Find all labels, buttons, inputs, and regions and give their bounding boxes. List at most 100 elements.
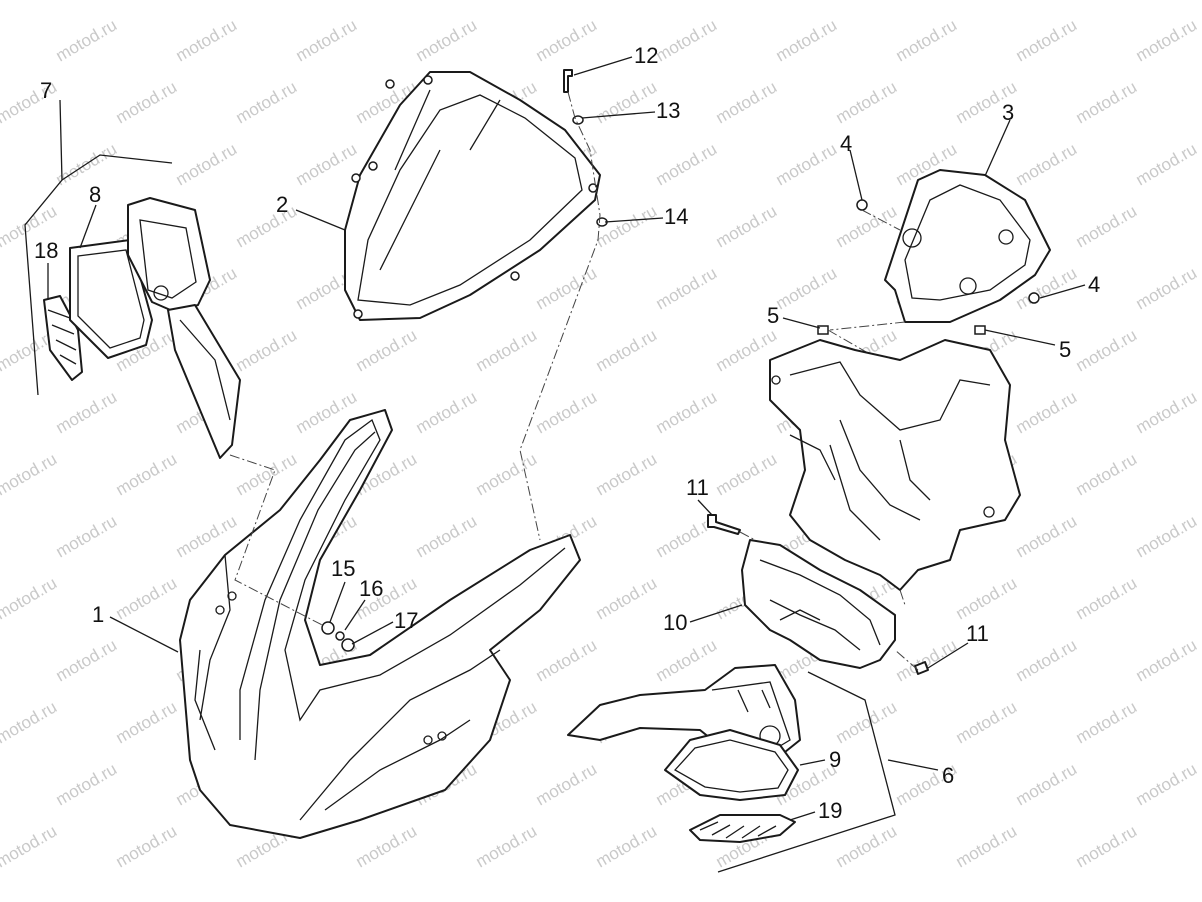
watermark-text: motod.ru xyxy=(653,263,721,313)
watermark-text: motod.ru xyxy=(0,449,60,499)
watermark-text: motod.ru xyxy=(413,387,481,437)
turn-signal-left xyxy=(43,295,83,381)
watermark-text: motod.ru xyxy=(53,15,121,65)
watermark-text: motod.ru xyxy=(1073,325,1141,375)
leader-lines xyxy=(47,56,1086,821)
watermark-text: motod.ru xyxy=(113,573,181,623)
watermark-text: motod.ru xyxy=(233,325,301,375)
watermark-text: motod.ru xyxy=(773,263,841,313)
watermark-text: motod.ru xyxy=(833,77,901,127)
watermark-text: motod.ru xyxy=(53,759,121,809)
watermark-text: motod.ru xyxy=(1133,635,1201,685)
mirror-assembly-left xyxy=(127,197,241,459)
callout-11-top: 11 xyxy=(686,475,709,500)
watermark-text: motod.ru xyxy=(413,15,481,65)
callout-6: 6 xyxy=(942,763,954,788)
watermark-text: motod.ru xyxy=(653,15,721,65)
callout-2: 2 xyxy=(276,192,288,217)
callout-14: 14 xyxy=(664,204,688,229)
watermark-text: motod.ru xyxy=(1073,77,1141,127)
watermark-text: motod.ru xyxy=(53,511,121,561)
watermark-text: motod.ru xyxy=(0,821,60,871)
watermark-text: motod.ru xyxy=(1133,759,1201,809)
watermark-text: motod.ru xyxy=(293,139,361,189)
watermark-text: motod.ru xyxy=(1013,635,1081,685)
callout-17: 17 xyxy=(394,608,418,633)
instrument-cover xyxy=(884,169,1051,323)
screws-11 xyxy=(707,514,929,675)
watermark-text: motod.ru xyxy=(353,821,421,871)
watermark-text: motod.ru xyxy=(893,635,961,685)
callout-3: 3 xyxy=(1002,100,1014,125)
front-fairing xyxy=(179,409,581,839)
watermark-text: motod.ru xyxy=(53,387,121,437)
callout-19: 19 xyxy=(818,798,842,823)
watermark-text: motod.ru xyxy=(533,263,601,313)
watermark-text: motod.ru xyxy=(713,201,781,251)
callout-5-left: 5 xyxy=(767,303,779,328)
turn-signal-right xyxy=(689,814,796,843)
callout-12: 12 xyxy=(634,43,658,68)
watermark-text: motod.ru xyxy=(593,449,661,499)
watermark-text: motod.ru xyxy=(473,821,541,871)
watermark-text: motod.ru xyxy=(833,821,901,871)
watermark-text: motod.ru xyxy=(1013,511,1081,561)
callout-9: 9 xyxy=(829,747,841,772)
callout-1: 1 xyxy=(92,602,104,627)
watermark-text: motod.ru xyxy=(1013,387,1081,437)
watermark-text: motod.ru xyxy=(413,511,481,561)
watermark-text: motod.ru xyxy=(713,77,781,127)
watermark-text: motod.ru xyxy=(1013,139,1081,189)
watermark-text: motod.ru xyxy=(773,15,841,65)
watermark-text: motod.ru xyxy=(1073,201,1141,251)
watermark-text: motod.ru xyxy=(473,449,541,499)
watermark-text: motod.ru xyxy=(593,77,661,127)
watermark-text: motod.ru xyxy=(953,821,1021,871)
watermark-text: motod.ru xyxy=(653,635,721,685)
watermark-text: motod.ru xyxy=(953,697,1021,747)
callout-4-top: 4 xyxy=(840,131,852,156)
watermark-text: motod.ru xyxy=(1073,821,1141,871)
watermark-text: motod.ru xyxy=(893,15,961,65)
watermark-text: motod.ru xyxy=(1073,573,1141,623)
callout-13: 13 xyxy=(656,98,680,123)
watermark-text: motod.ru xyxy=(533,387,601,437)
bracket-6 xyxy=(717,671,896,873)
watermark-text: motod.ru xyxy=(1073,449,1141,499)
watermark-text: motod.ru xyxy=(473,325,541,375)
watermark-text: motod.ru xyxy=(1133,139,1201,189)
fasteners-15-16-17 xyxy=(321,621,355,652)
watermark-text: motod.ru xyxy=(113,697,181,747)
callout-11-bottom: 11 xyxy=(966,621,989,646)
callout-5-right: 5 xyxy=(1059,337,1071,362)
watermark-text: motod.ru xyxy=(713,449,781,499)
watermark-text: motod.ru xyxy=(1013,759,1081,809)
watermark-text: motod.ru xyxy=(1073,697,1141,747)
watermark-text: motod.ru xyxy=(593,325,661,375)
bracket-7 xyxy=(24,99,173,396)
watermark-text: motod.ru xyxy=(593,821,661,871)
watermark-text: motod.ru xyxy=(653,139,721,189)
watermark-text: motod.ru xyxy=(773,139,841,189)
watermark-text: motod.ru xyxy=(233,449,301,499)
watermark-text: motod.ru xyxy=(1133,15,1201,65)
watermark-text: motod.ru xyxy=(833,201,901,251)
watermark-text: motod.ru xyxy=(953,573,1021,623)
screws-12-13-14 xyxy=(519,69,608,541)
watermark-text: motod.ru xyxy=(293,15,361,65)
watermark-text: motod.ru xyxy=(593,573,661,623)
watermark-text: motod.ru xyxy=(233,201,301,251)
watermark-text: motod.ru xyxy=(1133,387,1201,437)
watermark-text: motod.ru xyxy=(533,15,601,65)
callout-4-right: 4 xyxy=(1088,272,1100,297)
watermark-text: motod.ru xyxy=(653,387,721,437)
callout-16: 16 xyxy=(359,576,383,601)
callout-labels: 1 2 3 4 4 5 5 6 7 8 9 10 11 11 12 13 14 … xyxy=(34,43,1100,823)
watermark-text: motod.ru xyxy=(173,139,241,189)
watermark-text: motod.ru xyxy=(353,325,421,375)
mirror-glass-right xyxy=(664,729,799,801)
watermark-text: motod.ru xyxy=(233,77,301,127)
watermark-text: motod.ru xyxy=(113,449,181,499)
callout-8: 8 xyxy=(89,182,101,207)
